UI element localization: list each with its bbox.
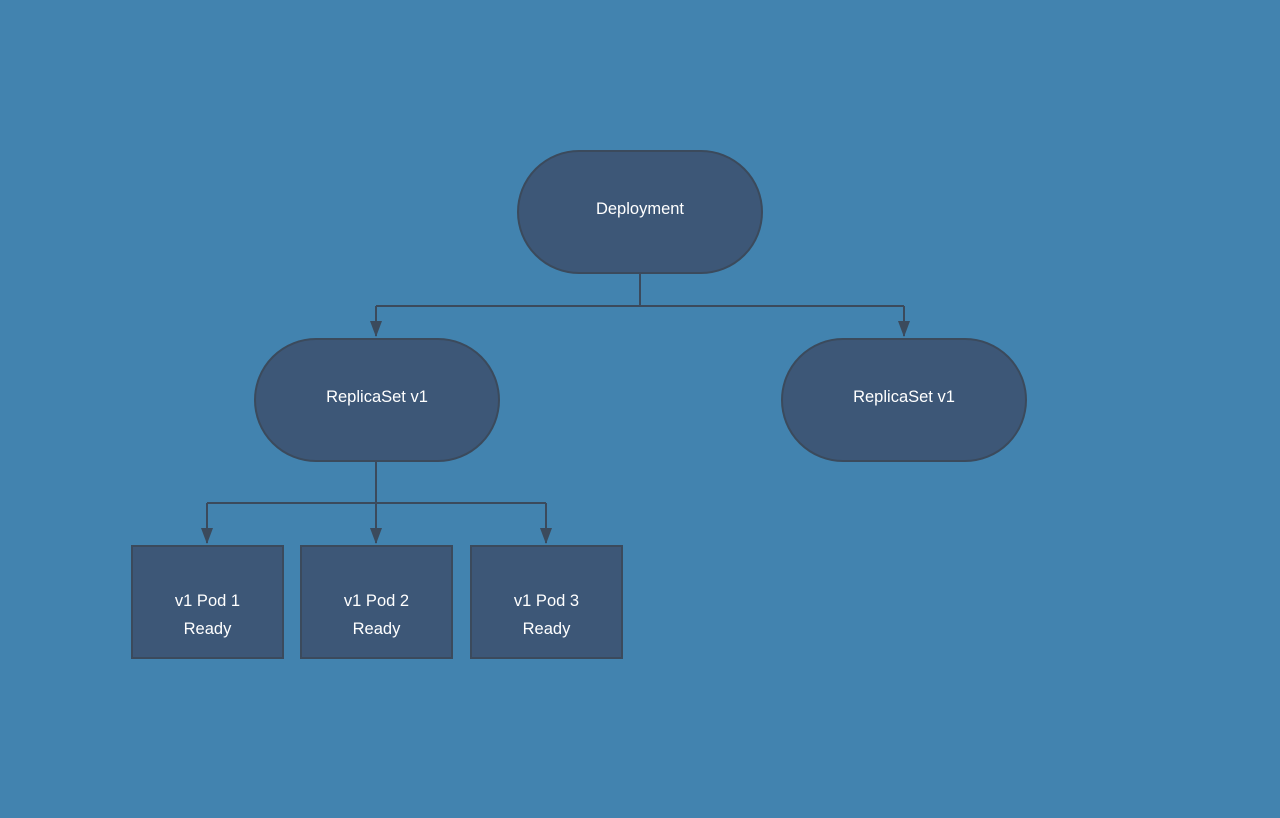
pod-status: Ready [352,620,401,638]
pod-status: Ready [183,620,232,638]
pod-status: Ready [522,620,571,638]
replicaset-node-1[interactable]: ReplicaSet v1 [254,338,500,462]
pod-node-3[interactable]: v1 Pod 3 Ready [470,545,623,659]
deployment-label: Deployment [595,199,685,218]
replicaset-connector [201,461,552,544]
replicaset-label: ReplicaSet v1 [326,387,428,406]
deployment-node[interactable]: Deployment [517,150,763,274]
pod-name: v1 Pod 2 [343,592,410,610]
replicaset-node-2[interactable]: ReplicaSet v1 [781,338,1027,462]
pod-node-1[interactable]: v1 Pod 1 Ready [131,545,284,659]
replicaset-label: ReplicaSet v1 [853,387,955,406]
pod-node-2[interactable]: v1 Pod 2 Ready [300,545,453,659]
deployment-connector [370,273,910,337]
pod-name: v1 Pod 3 [513,592,580,610]
pod-name: v1 Pod 1 [174,592,241,610]
